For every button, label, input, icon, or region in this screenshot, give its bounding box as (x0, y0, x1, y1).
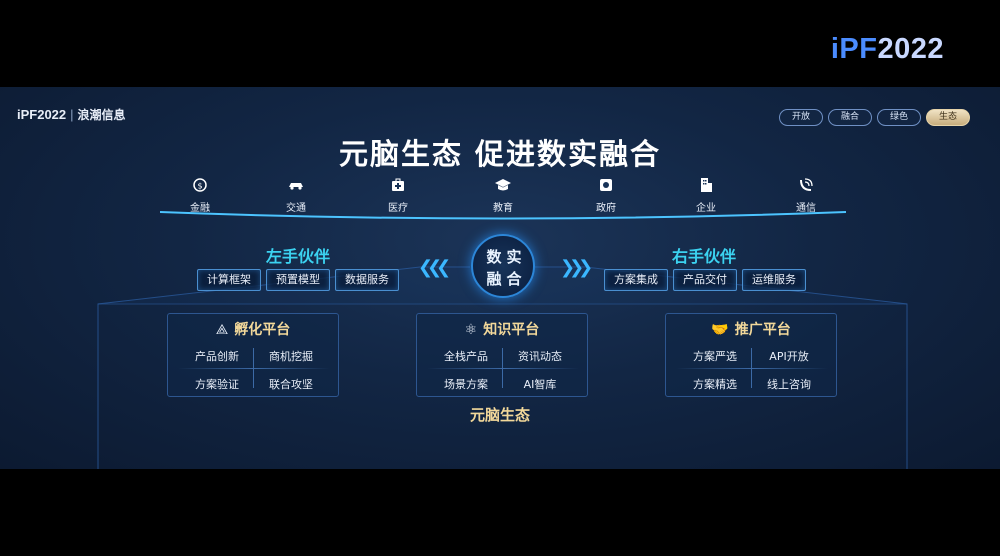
theme-tags: 开放 融合 绿色 生态 (779, 109, 970, 126)
ipf2022-corner-logo: iPF2022 (830, 33, 944, 65)
right-partners-title: 右手伙伴 (671, 247, 736, 266)
incubation-platform-panel: ⟁孵化平台 产品创新 商机挖掘 方案验证 联合攻坚 (167, 313, 339, 397)
industry-medical: 医疗 (368, 177, 428, 214)
tag-green: 绿色 (877, 109, 921, 126)
industry-finance: $ 金融 (170, 177, 230, 214)
knowledge-platform-panel: ⚛知识平台 全栈产品 资讯动态 场景方案 AI智库 (416, 313, 588, 397)
event-name: iPF2022 (17, 107, 67, 122)
industry-education: 教育 (473, 177, 533, 214)
triangle-shapes-icon: ⟁ (215, 322, 229, 338)
promotion-platform-panel: 🤝推广平台 方案严选 API开放 方案精选 线上咨询 (665, 313, 837, 397)
finance-icon: $ (170, 177, 230, 197)
tag-open: 开放 (779, 109, 823, 126)
presentation-slide: iPF2022|浪潮信息 开放 融合 绿色 生态 元脑生态 促进数实融合 $ 金… (0, 87, 1000, 469)
medical-kit-icon (368, 177, 428, 197)
company-name: 浪潮信息 (77, 108, 126, 122)
satellite-icon (776, 177, 836, 197)
left-chevrons-icon: ❮❮❮ (418, 257, 451, 278)
partner-data-service: 数据服务 (335, 269, 399, 291)
partner-product-delivery: 产品交付 (673, 269, 737, 291)
building-icon (676, 177, 736, 197)
industry-government: 政府 (576, 177, 636, 214)
industry-row: $ 金融 交通 医疗 教育 政府 (168, 177, 838, 214)
partner-ops-service: 运维服务 (742, 269, 806, 291)
right-chevrons-icon: ❯❯❯ (560, 257, 593, 278)
partner-solution-integration: 方案集成 (604, 269, 668, 291)
brand-header: iPF2022|浪潮信息 (17, 107, 126, 122)
ecosystem-label: 元脑生态 (469, 406, 530, 424)
industry-enterprise: 企业 (676, 177, 736, 214)
car-icon (266, 177, 326, 197)
left-partners-title: 左手伙伴 (265, 247, 330, 266)
partner-compute-framework: 计算框架 (197, 269, 261, 291)
handshake-icon: 🤝 (711, 322, 729, 338)
atom-icon: ⚛ (464, 322, 478, 338)
industry-telecom: 通信 (776, 177, 836, 214)
slide-title: 元脑生态 促进数实融合 (338, 137, 662, 171)
industry-arc (160, 211, 846, 220)
government-icon (576, 177, 636, 197)
industry-transport: 交通 (266, 177, 326, 214)
center-circle: 数 实 融 合 (471, 234, 535, 298)
partner-preset-model: 预置模型 (266, 269, 330, 291)
tag-fusion: 融合 (828, 109, 872, 126)
svg-text:$: $ (197, 182, 202, 191)
tag-ecosystem: 生态 (926, 109, 970, 126)
graduation-cap-icon (473, 177, 533, 197)
